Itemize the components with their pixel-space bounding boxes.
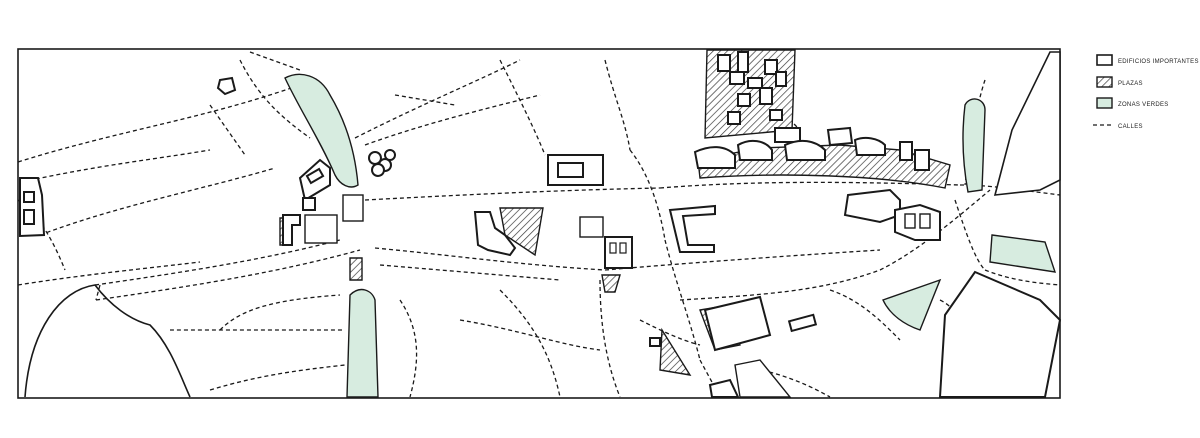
park-edge [24,284,191,398]
green-zone [346,288,379,398]
building [759,87,773,105]
legend-streets-label: CALLES [1118,124,1143,130]
legend-green-swatch [1096,97,1113,109]
building [727,111,741,125]
legend-item-green-zones: ZONAS VERDES [1096,97,1169,109]
building [736,139,773,161]
building [649,337,661,347]
building [384,149,396,161]
building [774,127,801,143]
green-zone [882,278,942,331]
building [826,126,854,147]
building [579,216,604,238]
building [371,163,385,177]
plaza [659,327,692,376]
building [747,77,763,89]
building [899,141,913,161]
buildings-layer [19,51,1062,398]
building [668,204,716,253]
building [282,214,301,246]
legend-plazas-swatch [1096,76,1113,88]
green-zone [962,98,986,193]
legend-buildings-swatch [1096,54,1113,66]
green-zones-layer [284,73,1057,398]
building [342,194,364,222]
building [764,59,778,75]
building [734,359,792,398]
building [304,214,338,244]
building [23,191,35,203]
building [853,136,886,156]
building [737,93,751,107]
building [737,51,749,73]
building [904,213,916,229]
building [604,236,633,269]
building [914,149,930,171]
building [787,313,818,333]
building [843,188,901,224]
legend-item-plazas: PLAZAS [1096,76,1143,88]
legend-item-streets: CALLES [1093,124,1143,130]
building [703,295,772,352]
building [783,139,826,161]
legend: EDIFICIOS IMPORTANTES PLAZAS ZONAS VERDE… [1093,54,1199,130]
plaza [499,207,544,257]
building [619,242,627,254]
legend-buildings-label: EDIFICIOS IMPORTANTES [1118,59,1199,65]
building [717,54,731,72]
building [729,71,745,85]
building [609,242,617,254]
building [938,270,1062,398]
building [19,177,46,238]
building [993,51,1061,196]
building [894,203,941,241]
green-zone [284,73,359,188]
building [775,71,787,87]
building [23,209,35,225]
building [919,213,931,229]
green-zone [989,234,1057,273]
plaza [601,274,621,293]
legend-item-buildings: EDIFICIOS IMPORTANTES [1096,54,1199,66]
legend-plazas-label: PLAZAS [1118,81,1143,87]
building [693,146,736,169]
plaza [349,257,363,281]
legend-green-label: ZONAS VERDES [1118,102,1169,108]
map-frame [17,48,1061,399]
building [302,197,316,211]
building [473,211,517,257]
building [216,76,237,96]
building [557,162,584,178]
streets-layer [17,51,1061,398]
building [305,167,325,185]
building [708,378,740,398]
building [769,109,783,121]
